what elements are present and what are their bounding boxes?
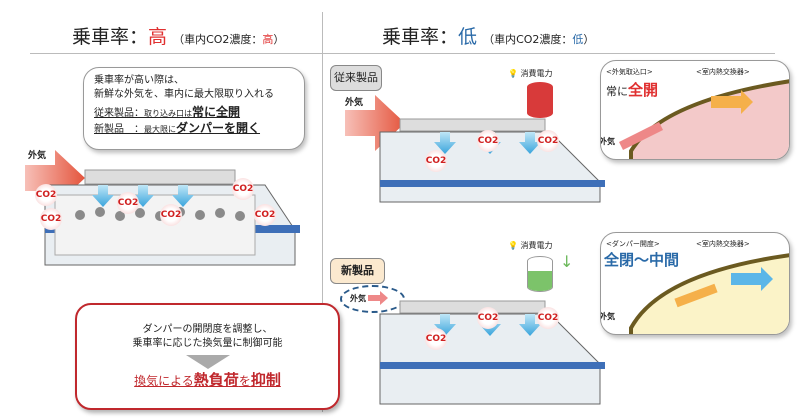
- co2-marker: CO2: [35, 184, 57, 206]
- co2-marker: CO2: [537, 130, 559, 152]
- co2-marker: CO2: [425, 328, 447, 350]
- power-label: 💡 消費電力: [508, 241, 553, 250]
- new-product-badge: 新製品: [330, 258, 385, 284]
- divider: [322, 12, 323, 412]
- bubble-text: 新鮮な外気を、車内に最大限取り入れる: [94, 89, 274, 100]
- co2-marker: CO2: [160, 204, 182, 226]
- down-triangle-icon: [185, 355, 230, 369]
- summary-text: ダンパーの開閉度を調整し、: [142, 324, 273, 335]
- conventional-product-badge: 従来製品: [330, 65, 382, 91]
- callout-label: <ダンパー開度>: [606, 240, 660, 248]
- co2-marker: CO2: [477, 130, 499, 152]
- summary-result: 換気による熱負荷を抑制: [134, 371, 281, 389]
- outside-air-label: 外気: [350, 294, 366, 303]
- left-info-bubble: 乗車率が高い際は、 新鮮な外気を、車内に最大限取り入れる 従来製品：取り込み口は…: [83, 67, 305, 150]
- co2-marker: CO2: [477, 307, 499, 329]
- co2-marker: CO2: [232, 178, 254, 200]
- co2-marker: CO2: [537, 307, 559, 329]
- decrease-arrow-icon: ↓: [560, 252, 574, 271]
- power-label: 💡 消費電力: [508, 69, 553, 78]
- conventional-train-illustration: [345, 95, 605, 203]
- outside-air-highlight: [340, 285, 405, 313]
- co2-marker: CO2: [425, 150, 447, 172]
- summary-text: 乗車率に応じた換気量に制御可能: [132, 338, 283, 349]
- power-high-cylinder: [527, 82, 553, 118]
- callout-label: <外気取込口>: [606, 68, 653, 76]
- conventional-callout: <外気取込口> <室内熱交換器> 常に全開 外気: [600, 60, 790, 160]
- right-title: 乗車率：低 （車内CO2濃度：低）: [382, 26, 595, 48]
- left-title: 乗車率：高 （車内CO2濃度：高）: [72, 26, 285, 48]
- outside-air-label: 外気: [600, 312, 615, 321]
- new-train-illustration: [368, 291, 605, 405]
- outside-air-label: 外気: [345, 98, 364, 108]
- callout-label: <室内熱交換器>: [696, 68, 750, 76]
- callout-text: 全閉～中間: [604, 251, 680, 269]
- power-low-cylinder: [527, 256, 553, 292]
- outside-air-label: 外気: [28, 151, 47, 161]
- co2-marker: CO2: [40, 208, 62, 230]
- bubble-text: 乗車率が高い際は、: [94, 75, 184, 86]
- co2-marker: CO2: [117, 192, 139, 214]
- new-callout: <ダンパー開度> <室内熱交換器> 全閉～中間 外気: [600, 232, 790, 335]
- callout-text: 常に全開: [606, 81, 659, 99]
- callout-label: <室内熱交換器>: [696, 240, 750, 248]
- divider: [30, 53, 775, 54]
- summary-callout: ダンパーの開閉度を調整し、 乗車率に応じた換気量に制御可能 換気による熱負荷を抑…: [75, 303, 340, 410]
- co2-marker: CO2: [254, 204, 276, 226]
- outside-air-label: 外気: [600, 137, 615, 146]
